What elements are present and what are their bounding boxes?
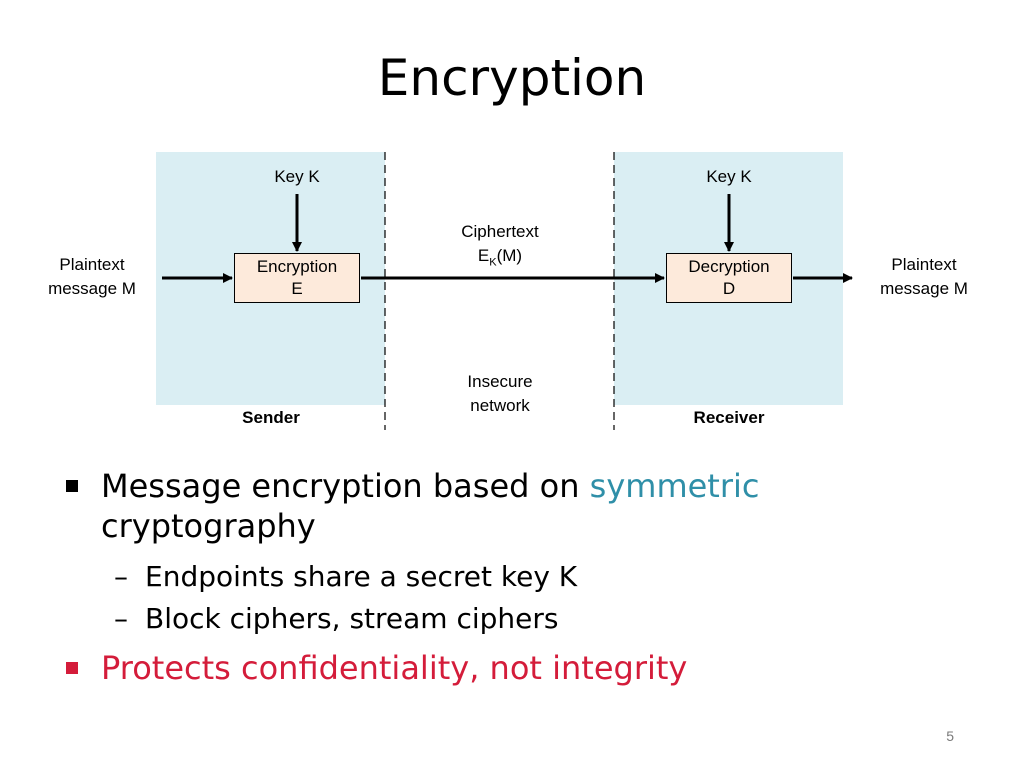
decryption-box-line2: D — [722, 279, 736, 298]
slide-title: Encryption — [377, 49, 647, 107]
receiver-key-label: Key K — [706, 167, 752, 186]
receiver-zone-label: Receiver — [693, 408, 765, 427]
encryption-box: Encryption E — [234, 253, 360, 303]
ciphertext-label: Ciphertext EK(M) — [432, 220, 568, 274]
plaintext-in-line2: message M — [48, 279, 136, 298]
plaintext-out-line2: message M — [880, 279, 968, 298]
ciphertext-symbol: E — [477, 246, 490, 265]
sender-key-label: Key K — [274, 167, 320, 186]
sender-zone-label: Sender — [242, 408, 300, 427]
ciphertext-line1: Ciphertext — [461, 222, 539, 241]
page-number: 5 — [946, 728, 954, 744]
encryption-box-line2: E — [291, 279, 303, 298]
bullet-text: Message encryption based on — [101, 467, 590, 505]
sub-bullet-item: – Block ciphers, stream ciphers — [64, 598, 964, 640]
plaintext-out-line1: Plaintext — [891, 255, 957, 274]
sub-bullet-text: Endpoints share a secret key K — [145, 560, 578, 593]
ciphertext-suffix: (M) — [496, 246, 523, 265]
sub-bullet-item: – Endpoints share a secret key K — [64, 556, 964, 598]
decryption-box: Decryption D — [666, 253, 792, 303]
bullet-item: Protects confidentiality, not integrity — [64, 648, 964, 688]
plaintext-in-line1: Plaintext — [59, 255, 125, 274]
bullet-text-continued: cryptography — [101, 507, 316, 545]
square-bullet-icon — [66, 662, 78, 674]
bullet-accent-text: symmetric — [589, 467, 760, 505]
network-line2: network — [470, 396, 530, 415]
plaintext-out-label: Plaintext message M — [854, 253, 994, 301]
decryption-box-line1: Decryption — [688, 257, 770, 276]
plaintext-in-label: Plaintext message M — [22, 253, 162, 301]
dash-bullet: – — [114, 602, 128, 635]
bullet-text: Protects confidentiality, not integrity — [101, 649, 688, 687]
dash-bullet: – — [114, 560, 128, 593]
network-label: Insecure network — [432, 370, 568, 418]
square-bullet-icon — [66, 480, 78, 492]
ciphertext-formula: EK(M) — [432, 244, 568, 274]
bullet-item: Message encryption based on symmetric cr… — [64, 466, 964, 546]
sub-bullet-text: Block ciphers, stream ciphers — [145, 602, 559, 635]
encryption-box-line1: Encryption — [256, 257, 338, 276]
network-line1: Insecure — [467, 372, 533, 391]
bullet-list: Message encryption based on symmetric cr… — [64, 466, 964, 698]
ciphertext-subscript: K — [489, 256, 497, 269]
